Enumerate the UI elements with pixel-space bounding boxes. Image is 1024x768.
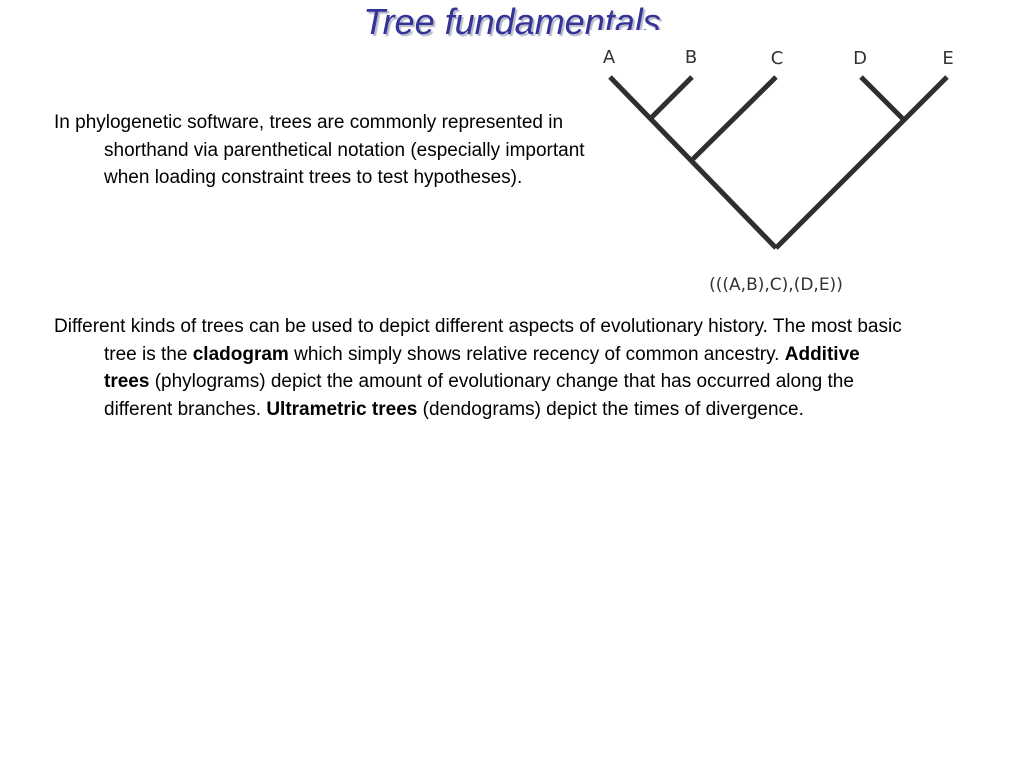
tree-kinds-text-2: which simply shows relative recency of c… (288, 343, 785, 365)
tree-branches (608, 75, 949, 250)
additive-trees-term: Additive trees (104, 343, 860, 393)
cladogram-diagram: A B C D E (((A,B),C),(D,E)) (603, 47, 954, 295)
taxon-label-b: B (685, 47, 697, 68)
parenthetical-notation: (((A,B),C),(D,E)) (709, 275, 843, 295)
ultrametric-trees-term: Ultrametric trees (266, 398, 418, 420)
branch-root-to-e (774, 75, 949, 250)
taxon-label-e: E (942, 48, 953, 69)
branch-abc-to-c (691, 75, 778, 161)
tree-kinds-text-4: (dendograms) depict the times of diverge… (417, 398, 804, 420)
branch-root-to-a (608, 75, 778, 250)
cladogram-figure: A B C D E (((A,B),C),(D,E)) (590, 30, 980, 305)
taxon-label-c: C (771, 48, 784, 69)
tree-kinds-paragraph: Different kinds of trees can be used to … (54, 313, 904, 423)
branch-de-to-d (859, 75, 906, 122)
branch-ab-to-b (650, 75, 694, 119)
parenthetical-notation-paragraph: In phylogenetic software, trees are comm… (54, 112, 585, 188)
taxon-label-a: A (603, 47, 616, 68)
tree-kinds-text-1: Different kinds of trees can be used to … (54, 316, 902, 365)
tree-kinds-text-3: (phylograms) depict the amount of evolut… (104, 371, 854, 420)
taxon-label-d: D (853, 48, 867, 69)
cladogram-term: cladogram (192, 343, 289, 365)
